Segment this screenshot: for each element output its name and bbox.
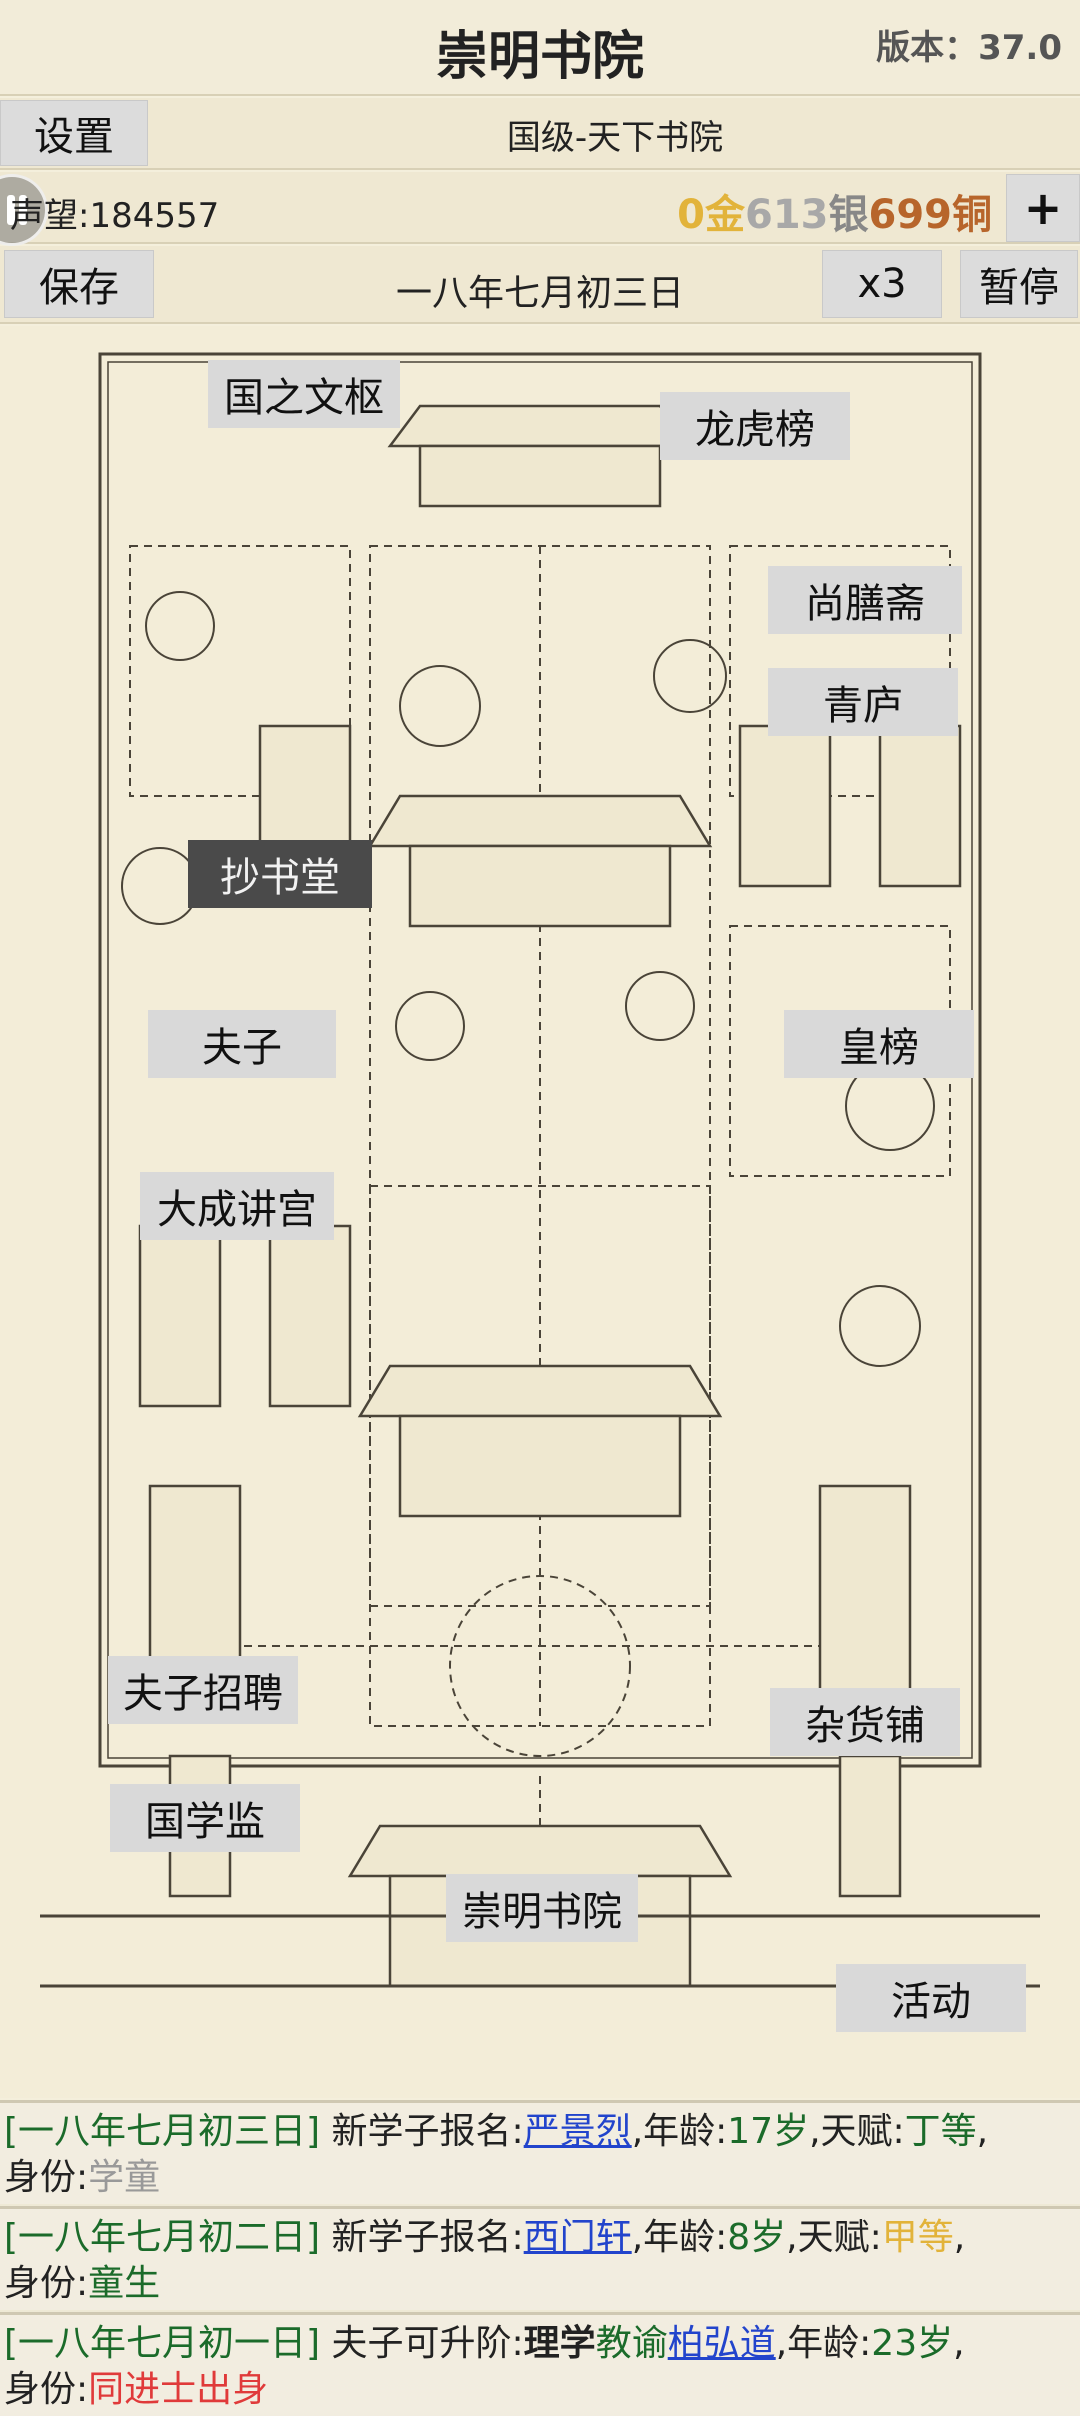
academy-rank: 国级-天下书院 <box>506 118 724 158</box>
log-date: [一八年七月初二日] <box>4 2217 321 2258</box>
map-label-fuzizhaopin[interactable]: 夫子招聘 <box>108 1656 298 1724</box>
teacher-identity: 同进士出身 <box>88 2369 269 2410</box>
rank-row: 设置 国级-天下书院 <box>0 98 1080 170</box>
map-label-longhubang[interactable]: 龙虎榜 <box>660 392 850 460</box>
speed-button[interactable]: x3 <box>822 250 942 318</box>
map-label-zahuopu[interactable]: 杂货铺 <box>770 1688 960 1756</box>
teacher-role: 教谕 <box>595 2323 668 2364</box>
map-label-huangbang[interactable]: 皇榜 <box>784 1010 974 1078</box>
log-text: 身份: <box>4 2369 89 2410</box>
game-date: 一八年七月初三日 <box>395 273 684 314</box>
log-text: 夫子可升阶: <box>320 2323 524 2364</box>
student-talent: 丁等 <box>904 2111 977 2152</box>
student-age: 8岁 <box>727 2217 787 2258</box>
log-text: ,天赋: <box>786 2217 882 2258</box>
map-label-chongmingshuyuan[interactable]: 崇明书院 <box>446 1874 638 1942</box>
log-text: 身份: <box>4 2263 89 2304</box>
map-label-chaoshutang[interactable]: 抄书堂 <box>188 840 372 908</box>
log-text: 新学子报名: <box>320 2111 524 2152</box>
silver-unit: 银 <box>828 192 869 238</box>
academy-map-illustration <box>40 352 1040 1988</box>
map-label-qinglu[interactable]: 青庐 <box>768 668 958 736</box>
academy-map: 国之文枢 龙虎榜 尚膳斋 青庐 抄书堂 夫子 皇榜 大成讲宫 夫子招聘 杂货铺 … <box>0 326 1080 2098</box>
log-entry: [一八年七月初三日] 新学子报名:严景烈,年龄:17岁,天赋:丁等, 身份:学童 <box>0 2100 1080 2204</box>
log-text: 新学子报名: <box>320 2217 524 2258</box>
log-text: ,年龄: <box>631 2111 728 2152</box>
log-text: ,天赋: <box>809 2111 905 2152</box>
copper-amount: 699 <box>868 192 953 238</box>
version-label: 版本：37.0 <box>876 28 1062 68</box>
teacher-subject: 理学 <box>523 2323 596 2364</box>
settings-button[interactable]: 设置 <box>0 100 148 166</box>
silver-amount: 613 <box>745 192 829 238</box>
log-entry: [一八年七月初二日] 新学子报名:西门轩,年龄:8岁,天赋:甲等, 身份:童生 <box>0 2206 1080 2310</box>
event-log: [一八年七月初三日] 新学子报名:严景烈,年龄:17岁,天赋:丁等,身份:学童 … <box>0 2100 1080 2416</box>
save-button[interactable]: 保存 <box>4 250 154 318</box>
log-text: , <box>976 2111 989 2152</box>
student-age: 17岁 <box>727 2111 810 2152</box>
teacher-age: 23岁 <box>871 2323 954 2364</box>
fame-value: 声望:184557 <box>10 196 220 236</box>
map-label-huodong[interactable]: 活动 <box>836 1964 1026 2032</box>
student-talent: 甲等 <box>881 2217 954 2258</box>
log-entry: [一八年七月初一日] 夫子可升阶:理学教谕柏弘道,年龄:23岁, 身份:同进士出身 <box>0 2312 1080 2416</box>
app-header: 崇明书院 版本：37.0 <box>0 0 1080 96</box>
log-date: [一八年七月初三日] <box>4 2111 321 2152</box>
student-identity: 学童 <box>88 2157 161 2198</box>
log-text: , <box>953 2217 966 2258</box>
map-label-dachengjianggong[interactable]: 大成讲宫 <box>140 1172 334 1240</box>
map-label-guozhiwenshu[interactable]: 国之文枢 <box>208 360 400 428</box>
gold-unit: 金 <box>705 192 745 238</box>
student-name-link[interactable]: 西门轩 <box>523 2217 632 2258</box>
log-date: [一八年七月初一日] <box>4 2323 321 2364</box>
gold-amount: 0 <box>677 192 705 238</box>
log-text: ,年龄: <box>775 2323 872 2364</box>
student-name-link[interactable]: 严景烈 <box>523 2111 632 2152</box>
pause-button[interactable]: 暂停 <box>960 250 1078 318</box>
log-text: ,年龄: <box>631 2217 728 2258</box>
log-text: 身份: <box>4 2157 89 2198</box>
teacher-name-link[interactable]: 柏弘道 <box>667 2323 776 2364</box>
add-money-button[interactable]: + <box>1006 174 1080 242</box>
log-text: , <box>953 2323 965 2364</box>
map-label-shangshanzhai[interactable]: 尚膳斋 <box>768 566 962 634</box>
date-row: 保存 一八年七月初三日 x3 暂停 <box>0 246 1080 324</box>
fame-row: 声望:184557 0金613银699铜 + <box>0 172 1080 246</box>
money-display: 0金613银699铜 <box>677 182 992 240</box>
app-title: 崇明书院 <box>435 27 644 87</box>
map-label-guoxuejian[interactable]: 国学监 <box>110 1784 300 1852</box>
student-identity: 童生 <box>88 2263 161 2304</box>
map-label-fuzi[interactable]: 夫子 <box>148 1010 336 1078</box>
copper-unit: 铜 <box>952 192 992 238</box>
